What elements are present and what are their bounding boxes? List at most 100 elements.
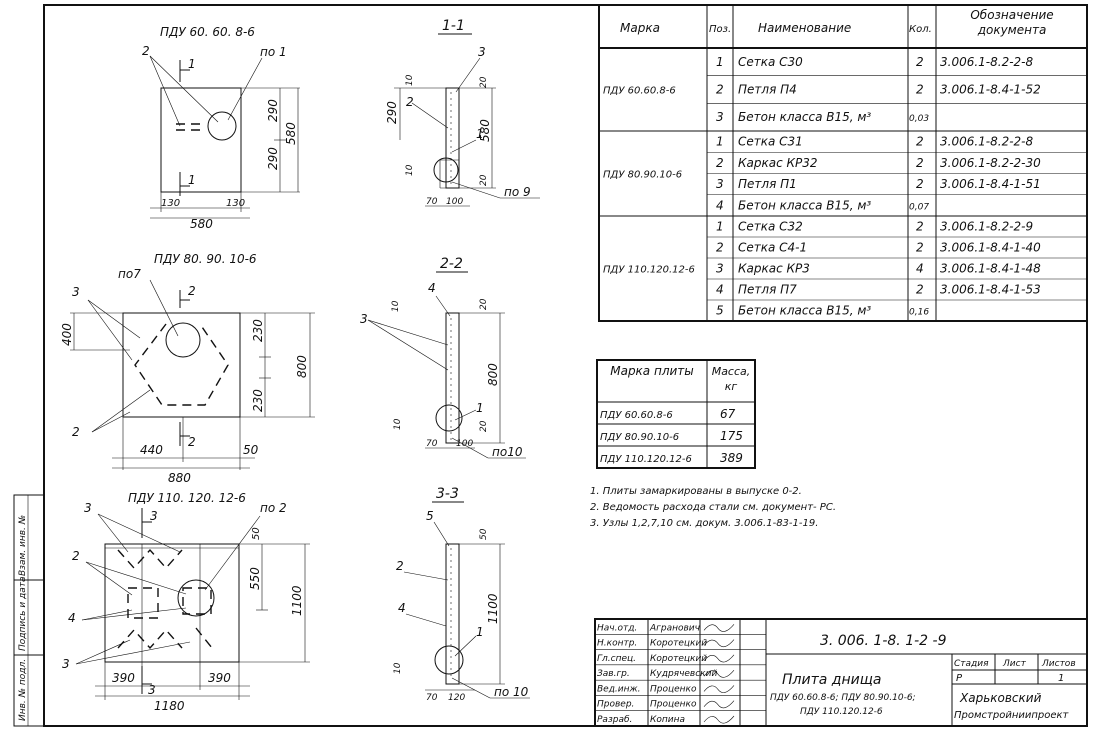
svg-text:50: 50 bbox=[251, 527, 262, 540]
spec-doc: 3.006.1-8.2-2-30 bbox=[940, 156, 1041, 170]
svg-text:2: 2 bbox=[72, 549, 80, 563]
stamp-role: Провер. bbox=[597, 700, 634, 710]
spec-pos: 2 bbox=[716, 83, 724, 97]
stage-label: Стадия bbox=[954, 659, 989, 669]
stamp-person: Агранович bbox=[649, 623, 700, 633]
spec-group-mark: ПДУ 80.90.10-6 bbox=[603, 170, 682, 181]
sheet-frame bbox=[43, 4, 1088, 727]
notes: 1. Плиты замаркированы в выпуске 0-2. 2.… bbox=[590, 486, 836, 529]
svg-text:1: 1 bbox=[188, 173, 196, 187]
spec-pos: 3 bbox=[716, 110, 724, 124]
spec-name: Бетон класса В15, м³ bbox=[738, 304, 871, 318]
section-2-2: 2-2 4 3 1 по10 10 20 800 10 20 70 100 bbox=[360, 256, 526, 459]
svg-text:800: 800 bbox=[486, 363, 500, 386]
svg-text:390: 390 bbox=[208, 671, 231, 685]
spec-pos: 5 bbox=[716, 304, 724, 318]
svg-text:10: 10 bbox=[393, 418, 403, 430]
spec-qty: 2 bbox=[916, 177, 924, 191]
spec-doc: 3.006.1-8.4-1-52 bbox=[940, 83, 1041, 97]
svg-text:4: 4 bbox=[398, 601, 406, 615]
spec-group-mark: ПДУ 60.60.8-6 bbox=[603, 86, 676, 97]
spec-qty: 2 bbox=[916, 241, 924, 255]
signature-icon bbox=[703, 700, 735, 709]
svg-text:1: 1 bbox=[476, 127, 484, 141]
svg-text:1100: 1100 bbox=[290, 585, 304, 616]
svg-text:3: 3 bbox=[148, 683, 156, 697]
spec-name: Сетка С4-1 bbox=[738, 241, 807, 255]
stamp-role: Нач.отд. bbox=[597, 623, 637, 633]
mass-header-mark: Марка плиты bbox=[610, 364, 694, 378]
svg-text:800: 800 bbox=[295, 355, 309, 378]
doc-subtitle-1: ПДУ 60.60.8-6; ПДУ 80.90.10-6; bbox=[770, 693, 916, 703]
svg-text:1180: 1180 bbox=[154, 699, 185, 713]
stamp-role: Гл.спец. bbox=[597, 654, 636, 664]
spec-pos: 4 bbox=[716, 198, 724, 212]
svg-text:2: 2 bbox=[72, 425, 80, 439]
spec-header-mark: Марка bbox=[620, 21, 660, 35]
svg-text:по10: по10 bbox=[492, 445, 523, 459]
section-title: 1-1 bbox=[442, 18, 465, 34]
svg-text:10: 10 bbox=[393, 662, 403, 674]
stamp-person: Копина bbox=[650, 715, 685, 725]
spec-qty: 0,03 bbox=[909, 114, 929, 124]
svg-text:3: 3 bbox=[360, 312, 368, 326]
svg-text:20: 20 bbox=[479, 174, 489, 186]
spec-qty: 0,07 bbox=[909, 202, 929, 212]
spec-doc: 3.006.1-8.4-1-53 bbox=[940, 283, 1041, 297]
svg-text:1100: 1100 bbox=[486, 593, 500, 624]
spec-pos: 1 bbox=[716, 55, 724, 69]
spec-name: Сетка С30 bbox=[738, 55, 803, 69]
spec-pos: 4 bbox=[716, 283, 724, 297]
mass-mark: ПДУ 60.60.8-6 bbox=[600, 410, 673, 421]
note-1: 1. Плиты замаркированы в выпуске 0-2. bbox=[590, 486, 802, 497]
svg-text:290: 290 bbox=[266, 147, 280, 170]
note-3: 3. Узлы 1,2,7,10 см. докум. 3.006.1-83-1… bbox=[590, 518, 818, 529]
sheets-value: 1 bbox=[1058, 673, 1064, 684]
signature-icon bbox=[703, 669, 735, 678]
svg-text:2: 2 bbox=[188, 435, 196, 449]
svg-text:400: 400 bbox=[60, 323, 74, 346]
side-stamp-replace: Взам. инв. № bbox=[18, 515, 28, 576]
mass-value: 389 bbox=[720, 451, 743, 465]
spec-qty: 0,16 bbox=[909, 308, 929, 318]
svg-text:по 10: по 10 bbox=[494, 685, 529, 699]
doc-code: 3. 006. 1-8. 1-2 -9 bbox=[820, 633, 947, 649]
spec-header-pos: Поз. bbox=[709, 24, 731, 35]
svg-text:1: 1 bbox=[188, 57, 196, 71]
svg-text:по 1: по 1 bbox=[260, 45, 287, 59]
stamp-role: Разраб. bbox=[597, 715, 632, 725]
signature-icon bbox=[703, 654, 735, 663]
section-title: 2-2 bbox=[440, 256, 463, 272]
svg-text:1: 1 bbox=[476, 401, 484, 415]
spec-pos: 3 bbox=[716, 177, 724, 191]
stamp-person: Кудрячевский bbox=[650, 669, 717, 679]
signature-icon bbox=[703, 715, 735, 724]
spec-header-qty: Кол. bbox=[909, 24, 932, 35]
spec-name: Бетон класса В15, м³ bbox=[738, 110, 871, 124]
view-title: ПДУ 110. 120. 12-6 bbox=[128, 491, 246, 505]
spec-name: Каркас КР32 bbox=[738, 156, 818, 170]
spec-qty: 2 bbox=[916, 55, 924, 69]
spec-table: Марка Поз. Наименование Кол. Обозначение… bbox=[598, 4, 1088, 322]
stamp-role: Вед.инж. bbox=[597, 684, 641, 694]
signature-icon bbox=[703, 639, 735, 648]
svg-text:2: 2 bbox=[406, 95, 414, 109]
mass-value: 175 bbox=[720, 429, 743, 443]
stamp-person: Коротецкий bbox=[650, 654, 707, 664]
svg-text:20: 20 bbox=[479, 298, 489, 310]
stamp-role: Н.контр. bbox=[597, 639, 637, 649]
spec-pos: 2 bbox=[716, 156, 724, 170]
svg-text:290: 290 bbox=[266, 99, 280, 122]
spec-name: Каркас КР3 bbox=[738, 262, 810, 276]
view-pdu110: ПДУ 110. 120. 12-6 3 по 2 2 4 3 3 3 bbox=[62, 491, 310, 713]
svg-text:3: 3 bbox=[150, 509, 158, 523]
svg-text:550: 550 bbox=[248, 567, 262, 590]
svg-text:880: 880 bbox=[168, 471, 191, 485]
spec-pos: 2 bbox=[716, 241, 724, 255]
spec-qty: 2 bbox=[916, 135, 924, 149]
svg-text:3: 3 bbox=[72, 285, 80, 299]
svg-text:130: 130 bbox=[161, 198, 180, 209]
svg-text:70: 70 bbox=[426, 439, 438, 449]
